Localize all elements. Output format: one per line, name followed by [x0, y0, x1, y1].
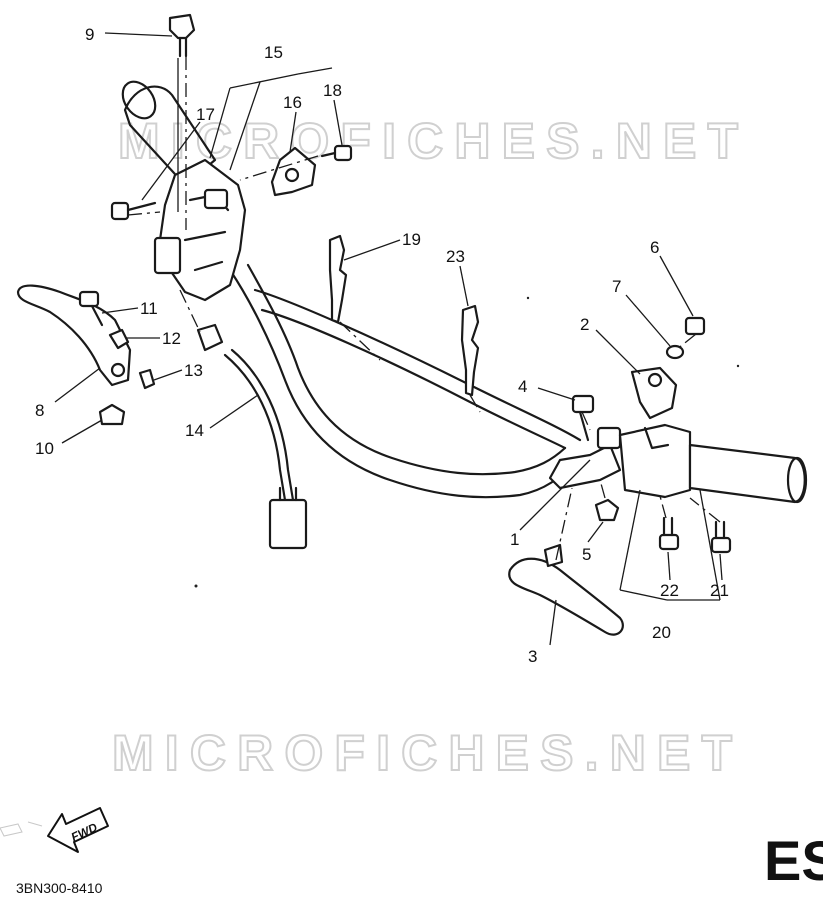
switch-clamp: [270, 146, 317, 197]
callout-19: 19: [402, 230, 421, 249]
callout-2: 2: [580, 315, 589, 334]
callout-23: 23: [446, 247, 465, 266]
catalog-code: 3BN300-8410: [16, 880, 103, 896]
callout-numbers: 1 2 3 4 5 6 7 8 9 10 11 12 13 14 15 16 1…: [35, 25, 729, 666]
callout-7: 7: [612, 277, 621, 296]
handlebar: [228, 263, 582, 499]
callout-1: 1: [510, 530, 519, 549]
callout-6: 6: [650, 238, 659, 257]
callout-17: 17: [196, 105, 215, 124]
callout-14: 14: [185, 421, 204, 440]
bracket-hardware: [571, 316, 706, 522]
brake-lever: [508, 543, 624, 636]
left-grip-and-switch: [121, 80, 247, 302]
callout-11: 11: [140, 299, 158, 318]
callout-22: 22: [660, 581, 679, 600]
callout-18: 18: [323, 81, 342, 100]
specks: [194, 296, 740, 588]
callout-10: 10: [35, 439, 54, 458]
callout-12: 12: [162, 329, 181, 348]
right-grip-and-switch: [618, 423, 808, 504]
callout-9: 9: [85, 25, 94, 44]
callout-20: 20: [652, 623, 671, 642]
cable-tie-23: [460, 304, 480, 397]
brake-master-cylinder: [548, 366, 678, 490]
callout-16: 16: [283, 93, 302, 112]
callout-4: 4: [518, 377, 527, 396]
cable-tie-19: [328, 234, 348, 324]
callout-15: 15: [264, 43, 283, 62]
leader-lines: [54, 32, 723, 646]
region-mark: ES: [764, 829, 823, 892]
watermark-bottom: MICROFICHES.NET: [112, 725, 734, 781]
bolt-9: [168, 13, 196, 58]
lever-hardware: [78, 290, 156, 426]
callout-8: 8: [35, 401, 44, 420]
callout-21: 21: [710, 581, 729, 600]
callout-13: 13: [184, 361, 203, 380]
screw-18: [320, 144, 353, 162]
fwd-arrow-icon: FWD: [0, 807, 109, 853]
screw-21: [710, 520, 732, 554]
assembly-lines: [127, 56, 721, 561]
callout-5: 5: [582, 545, 591, 564]
screw-22: [658, 516, 680, 551]
clutch-lever: [16, 284, 132, 387]
callout-3: 3: [528, 647, 537, 666]
clutch-switch-cable: [196, 323, 308, 550]
screw-17: [110, 201, 157, 221]
